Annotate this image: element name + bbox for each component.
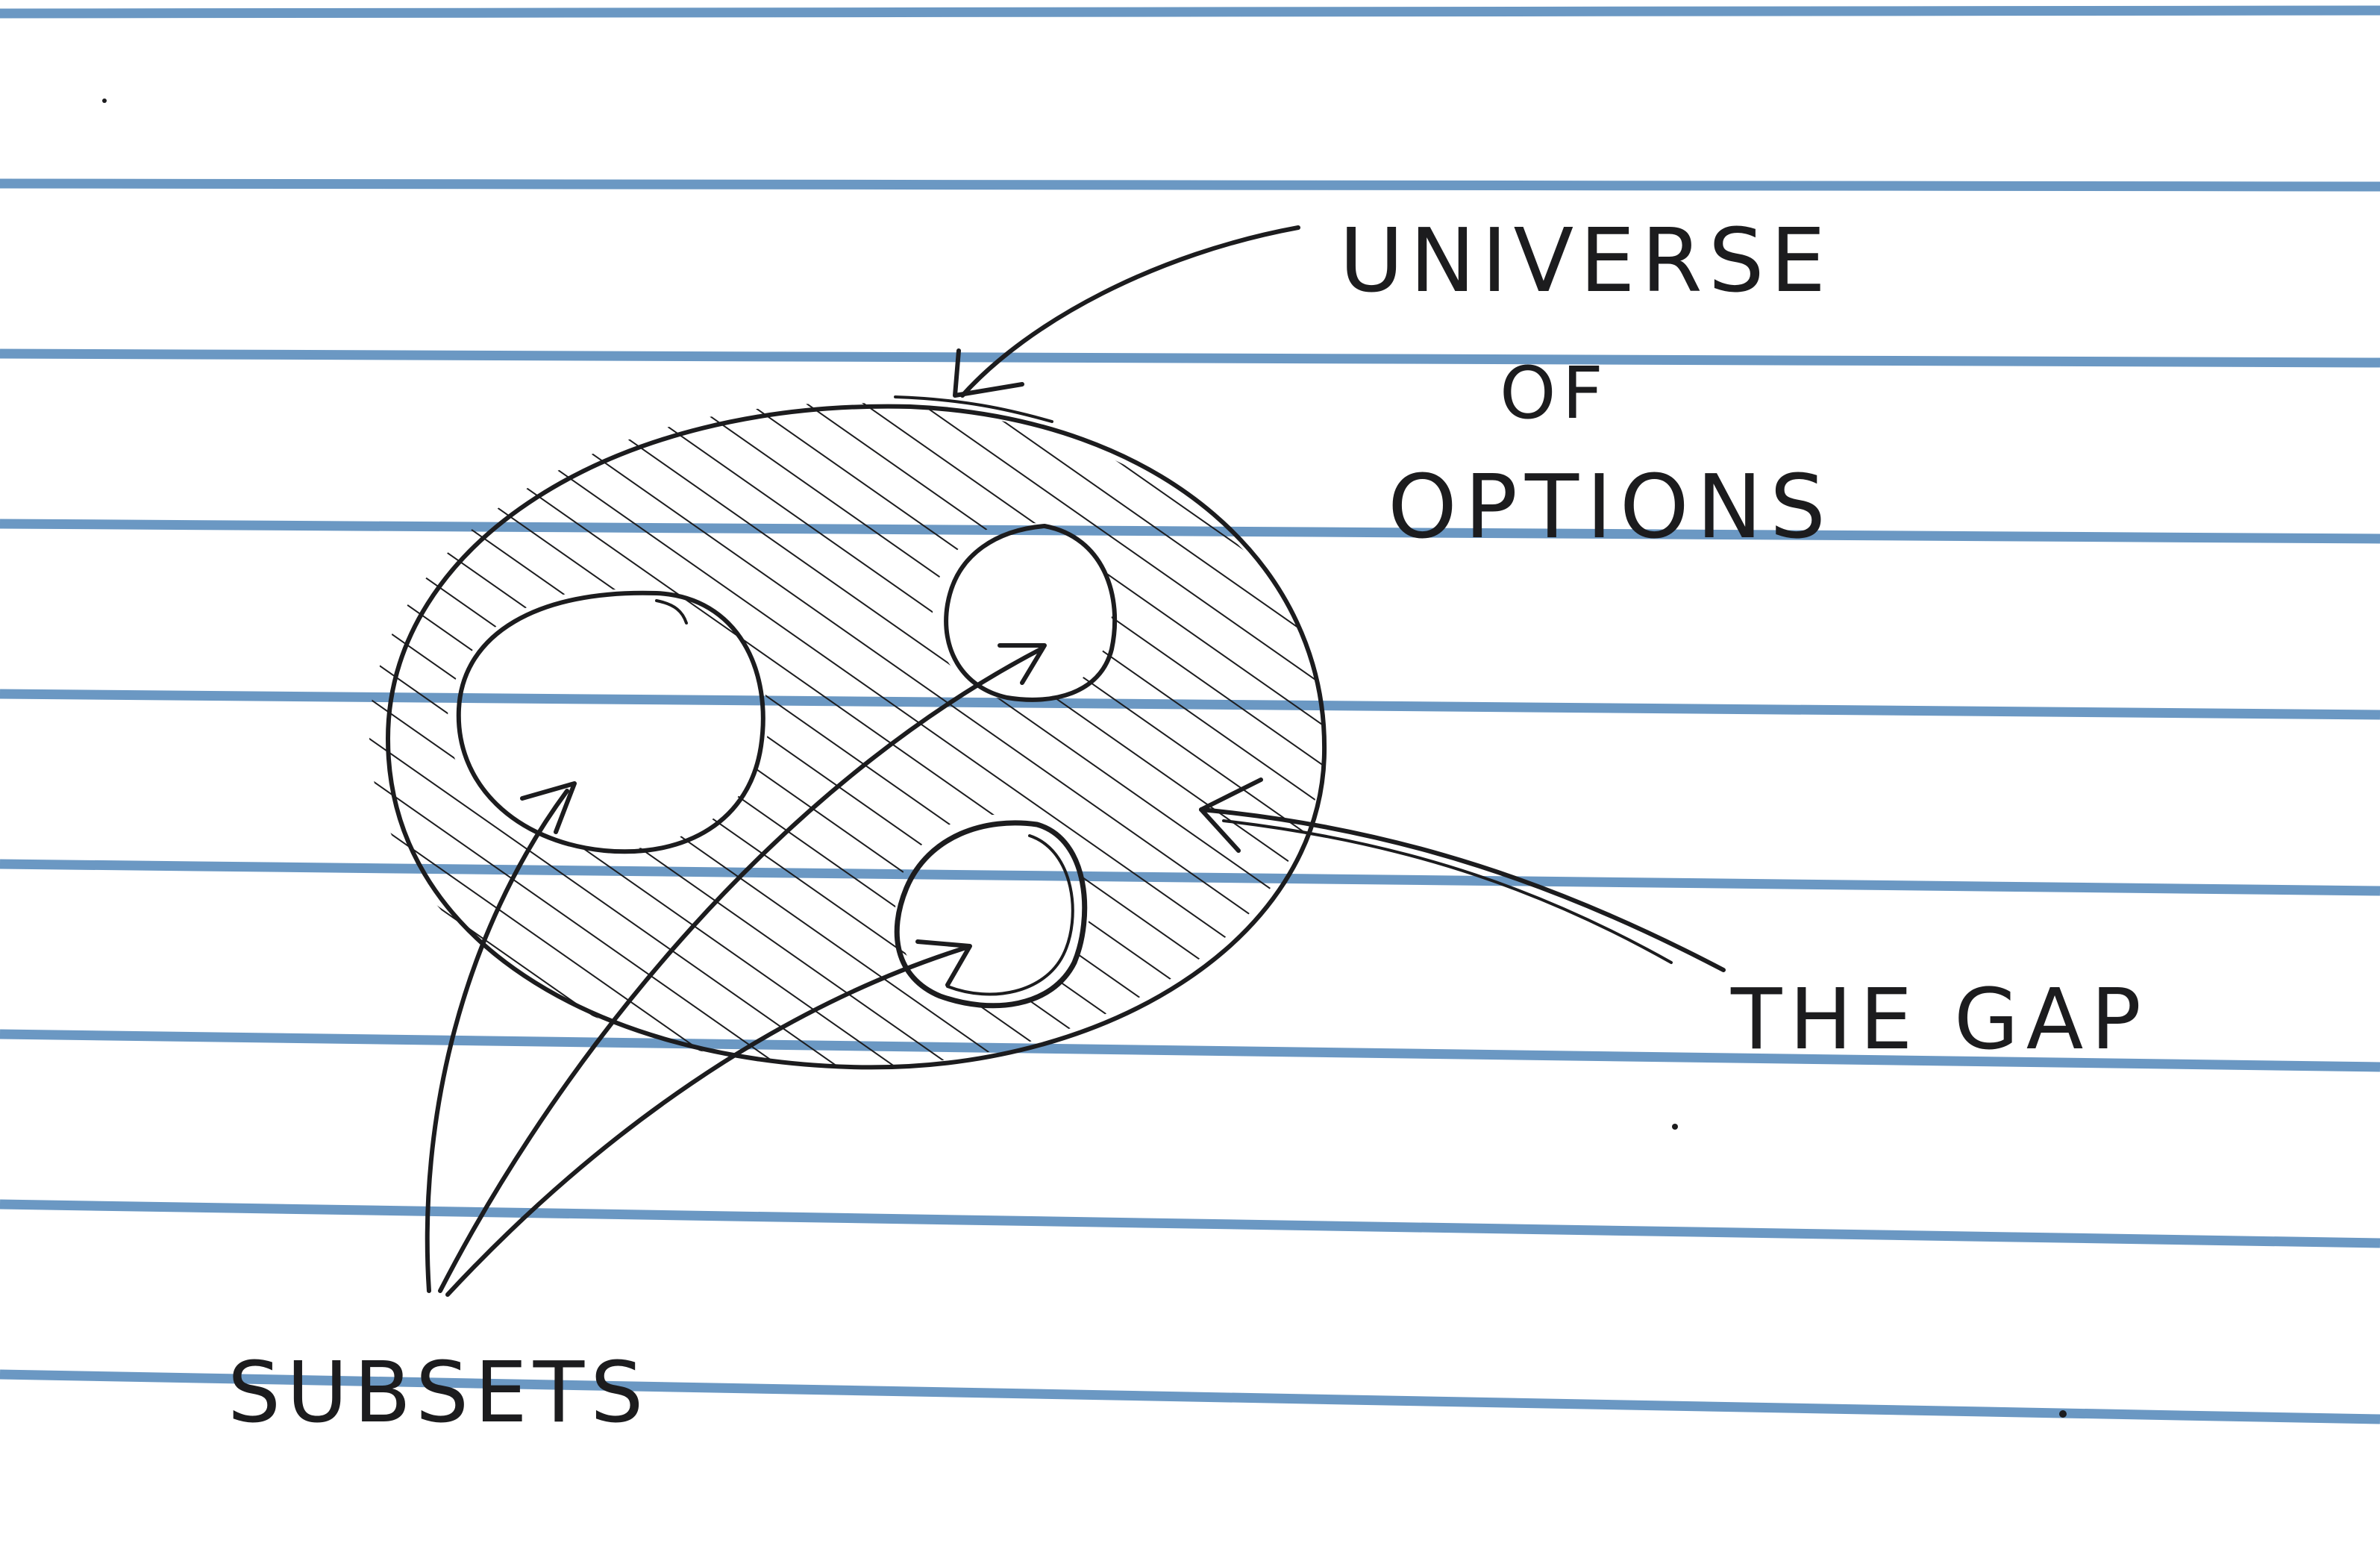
universe-ellipse-overstroke xyxy=(894,395,1053,423)
paper-speck xyxy=(102,98,107,103)
universe-arrow xyxy=(953,225,1300,398)
gap-arrow xyxy=(1199,777,1726,972)
paper-speck xyxy=(1672,1124,1678,1130)
ruled-line xyxy=(0,1029,2380,1072)
label-universe-line3: OPTIONS xyxy=(1388,455,1833,558)
ruled-line xyxy=(0,5,2380,19)
ruled-line xyxy=(0,1369,2380,1424)
label-the-gap: THE GAP xyxy=(1730,971,2149,1068)
label-universe-line1: UNIVERSE xyxy=(1339,209,1832,312)
universe-ellipse xyxy=(386,404,1327,1070)
label-universe-line2: OF xyxy=(1500,351,1609,435)
ruled-line xyxy=(0,1199,2380,1248)
ruled-line xyxy=(0,348,2380,368)
label-subsets: SUBSETS xyxy=(228,1345,649,1442)
ruled-line xyxy=(0,178,2380,192)
subset-arrows xyxy=(425,643,1047,1297)
subset-circle-large xyxy=(456,590,765,854)
subset-circle-small-top xyxy=(944,524,1118,702)
subset-circle-small-bottom xyxy=(894,820,1088,1009)
paper-speck xyxy=(2059,1410,2067,1418)
